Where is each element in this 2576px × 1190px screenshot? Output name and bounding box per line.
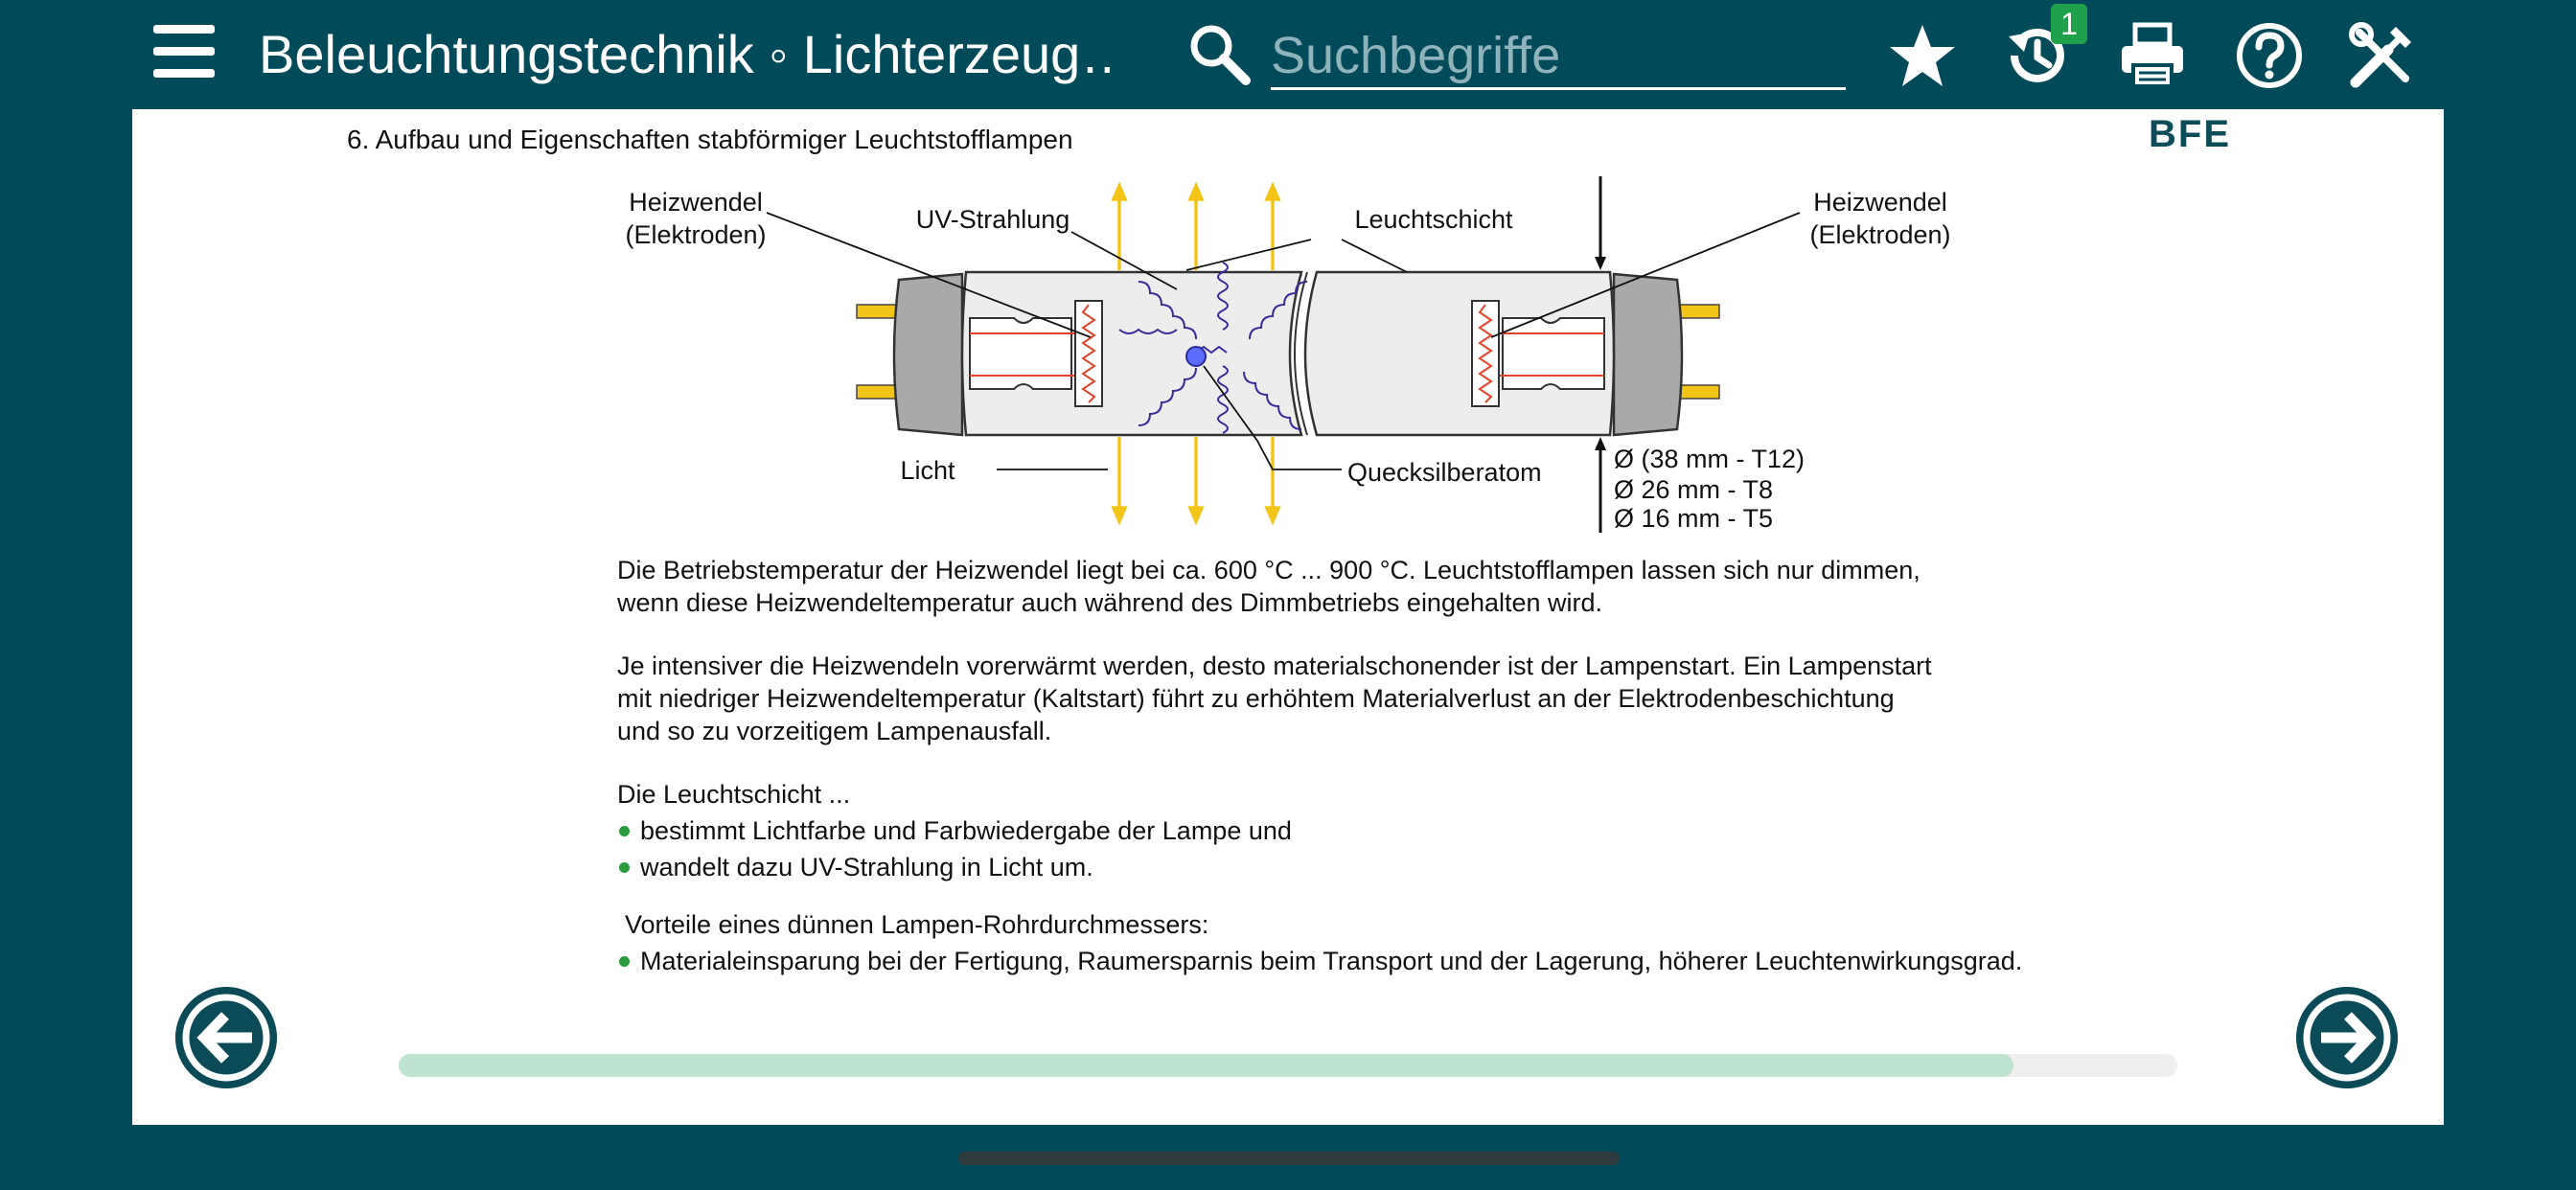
bfe-logo: BFE [2149,113,2231,155]
label-heizwendel-right-1: Heizwendel [1813,188,1947,217]
light-arrows [1111,181,1281,526]
history-badge: 1 [2051,4,2087,44]
label-heizwendel-left-2: (Elektroden) [625,220,766,249]
pin-right-top [1676,304,1720,319]
slide-text: Die Betriebstemperatur der Heizwendel li… [617,554,2342,977]
search-input[interactable] [1271,23,1846,90]
tools-icon[interactable] [2346,19,2419,92]
arrow-left-icon [196,1012,252,1064]
help-icon[interactable] [2233,19,2306,92]
label-heizwendel-right-2: (Elektroden) [1809,220,1950,249]
app-title: Beleuchtungstechnik ◦ Lichterzeug… [259,24,1112,84]
progress-fill [399,1054,2014,1077]
star-icon[interactable] [1886,19,1959,92]
end-cap-left [892,272,964,437]
paragraph-lamp-start: Je intensiver die Heizwendeln vorerwärmt… [617,652,1932,745]
next-button[interactable] [2296,987,2398,1088]
arrow-right-icon [2321,1012,2377,1064]
menu-icon[interactable] [153,25,215,79]
home-indicator[interactable] [958,1152,1620,1165]
leuchtschicht-title: Die Leuchtschicht ... [617,780,851,809]
tube-left-segment [960,270,1303,437]
label-heizwendel-left-1: Heizwendel [629,188,763,217]
slide-title: 6. Aufbau und Eigenschaften stabförmiger… [347,125,1073,154]
advantages-title: Vorteile eines dünnen Lampen-Rohrdurchme… [625,910,1209,939]
pin-left-bottom [856,384,900,400]
uv-radiation-waves [1118,262,1308,434]
print-icon[interactable] [2116,19,2189,92]
progress-bar [399,1054,2177,1077]
search-icon[interactable] [1184,19,1254,88]
label-quecksilberatom: Quecksilberatom [1347,458,1542,487]
label-leuchtschicht: Leuchtschicht [1354,205,1513,234]
previous-button[interactable] [175,987,277,1088]
electrode-holder-right [1502,317,1605,390]
paragraph-operating-temperature: Die Betriebstemperatur der Heizwendel li… [617,556,1920,617]
mercury-atom [1185,346,1207,367]
label-diameter-t5: Ø 16 mm - T5 [1614,504,1773,533]
electrode-holder-left [969,317,1072,390]
list-item: wandelt dazu UV-Strahlung in Licht um. [617,851,2342,883]
lamp-diagram: Heizwendel (Elektroden) UV-Strahlung Leu… [625,176,1951,533]
pin-left-top [856,304,900,319]
pin-right-bottom [1676,384,1720,400]
tube-right-segment [1303,270,1616,437]
label-uv-strahlung: UV-Strahlung [916,205,1070,234]
label-licht: Licht [900,456,955,485]
history-icon[interactable] [2001,19,2074,92]
end-cap-right [1612,272,1684,437]
content-card: 6. Aufbau und Eigenschaften stabförmiger… [132,109,2444,1125]
label-diameter-t12: Ø (38 mm - T12) [1614,445,1805,473]
list-item: bestimmt Lichtfarbe und Farbwiedergabe d… [617,814,2342,847]
list-item: Materialeinsparung bei der Fertigung, Ra… [617,945,2342,977]
top-bar: Beleuchtungstechnik ◦ Lichterzeug… 1 [0,0,2576,109]
label-diameter-t8: Ø 26 mm - T8 [1614,475,1773,504]
